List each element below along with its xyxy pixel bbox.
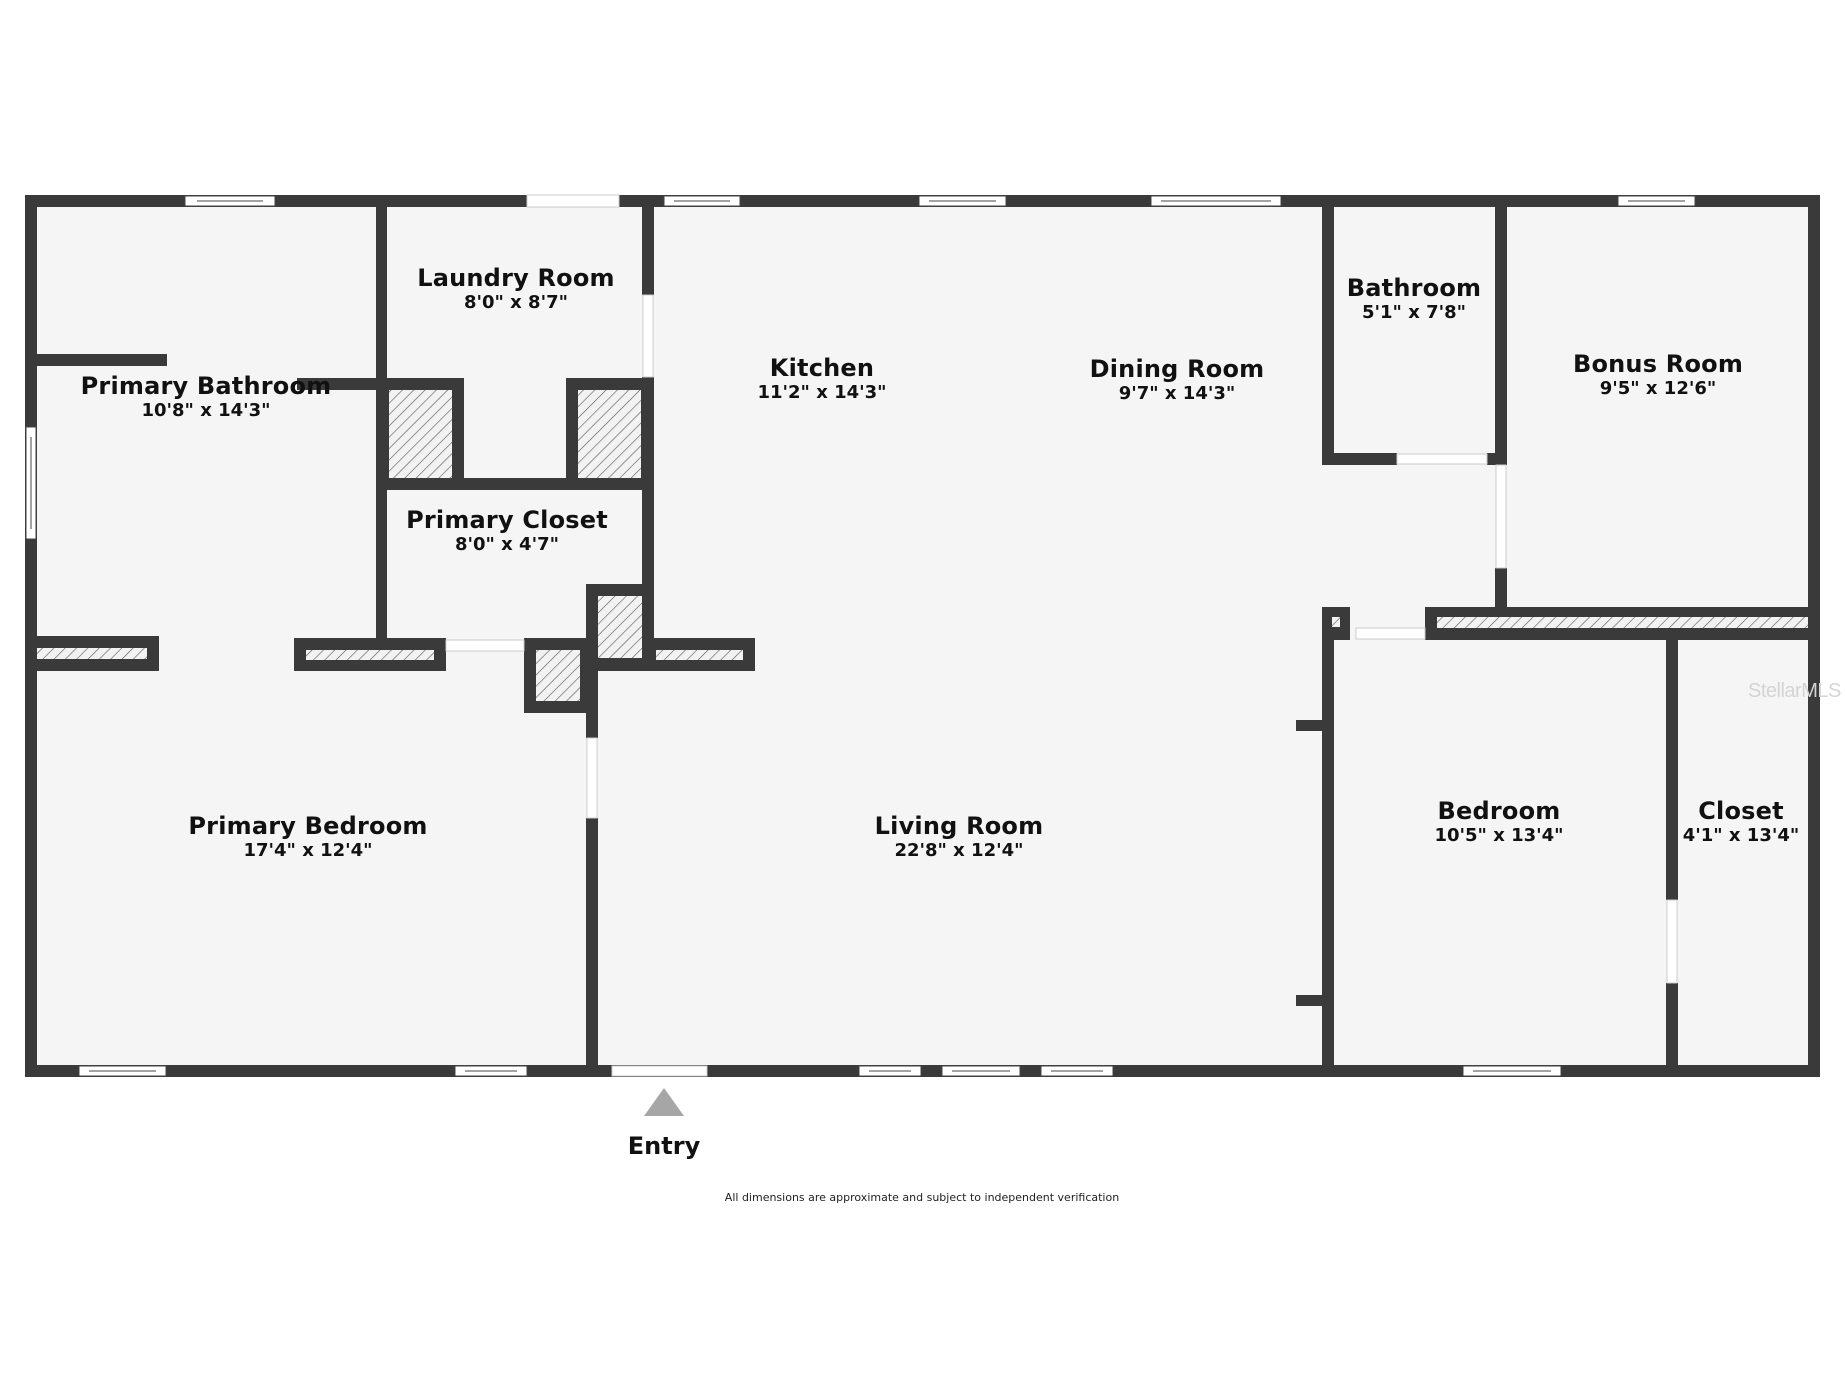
room-dimensions: 17'4" x 12'4" xyxy=(243,840,373,861)
room-name: Primary Bedroom xyxy=(188,812,428,840)
room-name: Bonus Room xyxy=(1572,350,1744,378)
hatched-fixtures xyxy=(37,390,1808,701)
room-dimensions: 9'5" x 12'6" xyxy=(1599,378,1717,399)
room-name: Laundry Room xyxy=(417,264,615,292)
room-dimensions: 4'1" x 13'4" xyxy=(1682,825,1800,846)
room-dimensions: 8'0" x 4'7" xyxy=(454,534,560,555)
windows xyxy=(25,195,1696,1077)
room-dimensions: 5'1" x 7'8" xyxy=(1361,302,1467,323)
entry-label: Entry xyxy=(627,1132,701,1160)
room-name: Primary Bathroom xyxy=(80,372,332,400)
room-name: Kitchen xyxy=(769,354,875,382)
room-dimensions: 11'2" x 14'3" xyxy=(757,382,887,403)
room-name: Closet xyxy=(1698,797,1784,825)
room-dimensions: 22'8" x 12'4" xyxy=(894,840,1024,861)
watermark: StellarMLS xyxy=(1748,680,1841,702)
room-name: Primary Closet xyxy=(406,506,608,534)
room-dimensions: 9'7" x 14'3" xyxy=(1118,383,1236,404)
room-dimensions: 10'5" x 13'4" xyxy=(1434,825,1564,846)
room-name: Bedroom xyxy=(1437,797,1561,825)
entry-arrow-icon xyxy=(644,1088,684,1116)
door-openings xyxy=(445,194,1678,1077)
room-dimensions: 10'8" x 14'3" xyxy=(141,400,271,421)
room-name: Bathroom xyxy=(1346,274,1482,302)
room-name: Living Room xyxy=(874,812,1044,840)
disclaimer: All dimensions are approximate and subje… xyxy=(724,1191,1120,1204)
room-name: Dining Room xyxy=(1089,355,1265,383)
room-dimensions: 8'0" x 8'7" xyxy=(463,292,569,313)
